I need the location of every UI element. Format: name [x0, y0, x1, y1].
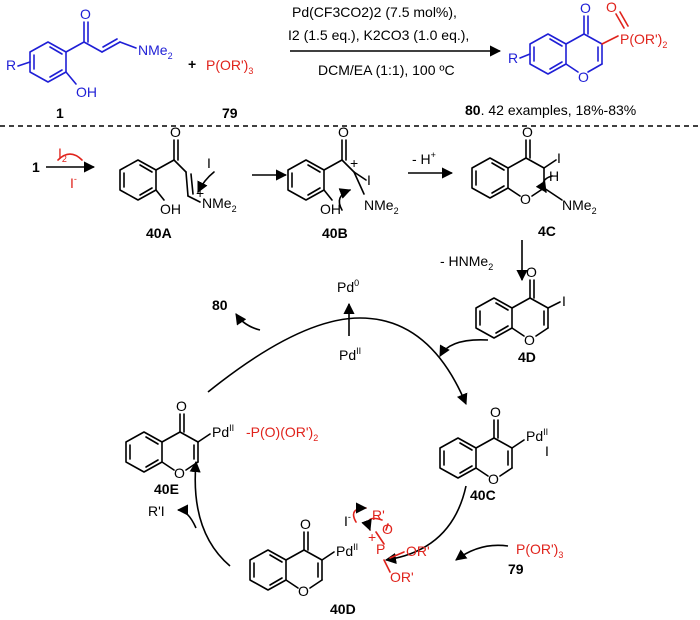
condition-solvent: DCM/EA (1:1), 100 ºC	[318, 62, 455, 78]
40E-phosphonate: -P(O)(OR')2	[246, 424, 318, 443]
iodide-byproduct: I-	[70, 174, 77, 191]
substrate-1-label: 1	[56, 105, 64, 121]
4D-label: 4D	[518, 349, 536, 365]
4C-hydrogen: H	[549, 168, 559, 184]
40E-pd: PdII	[212, 423, 234, 440]
product-80-caption: 80. 42 examples, 18%-83%	[465, 102, 636, 118]
4D-carbonyl-O: O	[526, 264, 537, 280]
R-prime-iodide-byproduct: R'I	[148, 503, 165, 519]
intermediate-40A: O I OH NMe2 + 40A	[119, 124, 237, 241]
intermediate-40E: O O PdII -P(O)(OR')2 40E	[125, 398, 318, 497]
pd2-label: PdII	[339, 346, 361, 363]
40C-iodine: I	[545, 443, 549, 459]
40B-iodine: I	[367, 172, 371, 188]
40D-pd: PdII	[336, 542, 358, 559]
svg-text:+: +	[368, 529, 376, 545]
40C-pd: PdII	[526, 427, 548, 444]
40D-iodide: I-	[344, 512, 351, 529]
substrate-1: O NMe2 R OH 1	[6, 6, 173, 121]
substrate-1-carbonyl-O: O	[80, 6, 91, 22]
product-80-structure	[519, 15, 603, 75]
catalytic-cycle-arcs	[176, 302, 509, 567]
product-80-phosphoryl-O: O	[606, 0, 617, 15]
40C-ring-O: O	[488, 471, 499, 487]
4D-iodine: I	[562, 293, 566, 309]
cycle-reagent-label: 79	[508, 561, 524, 577]
40A-carbonyl-O: O	[170, 124, 181, 140]
40E-label: 40E	[154, 481, 179, 497]
40D-label: 40D	[330, 601, 356, 617]
step-minus-HNMe2: - HNMe2	[440, 253, 493, 272]
40D-OR-2: OR'	[390, 569, 414, 585]
40D-phosphorus: P	[376, 541, 385, 557]
4C-carbonyl-O: O	[522, 124, 533, 140]
product-80-phosphonate-bonds	[601, 11, 629, 45]
40B-OH: OH	[320, 201, 341, 217]
svg-text:+: +	[350, 155, 358, 171]
40E-carbonyl-O: O	[176, 398, 187, 414]
cycle-arc-bottom-left	[189, 460, 231, 567]
4C-label: 4C	[538, 223, 556, 239]
reaction-conditions: Pd(CF3CO2)2 (7.5 mol%), I2 (1.5 eq.), K2…	[288, 4, 502, 78]
40D-R-prime: R'	[372, 507, 385, 523]
40D-O-alkyl: O	[382, 521, 393, 537]
4C-ring-O: O	[520, 191, 531, 207]
40A-amine: NMe2	[202, 195, 237, 214]
4D-entry-arrow	[439, 339, 489, 357]
40A-iodine: I	[207, 155, 211, 171]
40C-carbonyl-O: O	[490, 404, 501, 420]
intermediate-4C: O I H O NMe2 4C	[471, 124, 597, 239]
svg-text:+: +	[196, 185, 204, 201]
cycle-reagent-formula: P(OR')3	[516, 541, 563, 560]
4C-iodine: I	[557, 150, 561, 166]
40A-OH: OH	[160, 201, 181, 217]
substrate-1-amine: NMe2	[138, 42, 173, 61]
RI-release-arrow	[176, 504, 197, 529]
40D-OR-1: OR'	[406, 543, 430, 559]
40B-amine: NMe2	[364, 197, 399, 216]
start-substrate-label: 1	[32, 159, 40, 175]
elimination-step: - HNMe2	[440, 240, 528, 282]
product-80-phosphonate: P(OR')2	[620, 31, 667, 50]
product-release-arrow	[235, 313, 261, 331]
40A-label: 40A	[146, 225, 172, 241]
cycle-product-80-label: 80	[212, 297, 228, 313]
deprotonation-step: - H+	[408, 150, 454, 179]
reagent-79: P(OR')3 79	[206, 57, 253, 121]
40D-ring-O: O	[298, 583, 309, 599]
40B-carbonyl-O: O	[338, 124, 349, 140]
product-80-ring-O: O	[578, 69, 589, 85]
40C-label: 40C	[470, 487, 496, 503]
intermediate-4D: O I O 4D	[475, 264, 566, 365]
pd0-label: Pd0	[337, 278, 359, 295]
40D-carbonyl-O: O	[300, 516, 311, 532]
40B-label: 40B	[322, 225, 348, 241]
40E-ring-O: O	[174, 465, 185, 481]
condition-catalyst: Pd(CF3CO2)2 (7.5 mol%),	[292, 4, 457, 20]
product-80-R: R	[508, 50, 518, 66]
condition-reagents: I2 (1.5 eq.), K2CO3 (1.0 eq.),	[288, 27, 469, 43]
4C-amine: NMe2	[562, 197, 597, 216]
substrate-1-structure	[17, 21, 137, 85]
reagent-entry-arrow	[455, 544, 509, 561]
4D-ring-O: O	[524, 332, 535, 348]
cycle-arc-bottom-right	[384, 485, 467, 565]
iodination-step: 1 I2 I-	[32, 145, 96, 191]
step-minus-H: - H+	[412, 150, 436, 167]
cycle-reagent-79: P(OR')3 79	[508, 541, 563, 577]
substrate-1-R: R	[6, 57, 16, 73]
product-80: O O P(OR')2 O R 80. 42 examples, 18%-83%	[465, 0, 667, 118]
intermediate-40C: O O PdII I 40C	[439, 404, 549, 503]
reagent-79-formula: P(OR')3	[206, 57, 253, 76]
intermediate-40D: O O PdII + P R' O OR' OR' I- 40D	[249, 502, 430, 617]
iodine-curved-arrow	[57, 153, 83, 161]
reagent-79-label: 79	[222, 105, 238, 121]
plus-sign: +	[188, 56, 196, 72]
product-80-carbonyl-O: O	[580, 0, 591, 16]
cycle-arc-top	[207, 317, 468, 406]
iodine-reagent: I2	[58, 145, 67, 164]
intermediate-40B: O + I OH NMe2 40B	[287, 124, 399, 241]
substrate-1-OH: OH	[76, 84, 97, 100]
